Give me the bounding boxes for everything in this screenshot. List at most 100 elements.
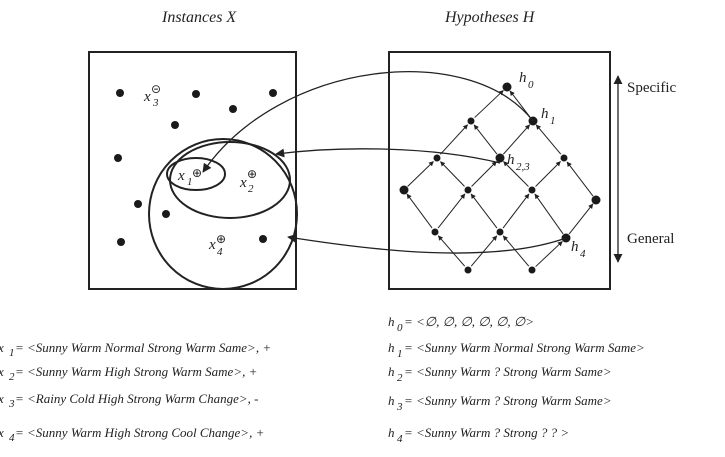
hypothesis-h1-label: h 1: [541, 106, 556, 127]
lattice-edge: [407, 161, 434, 187]
svg-text:3: 3: [396, 401, 403, 413]
instance-definitions: x 1 = <Sunny Warm Normal Strong Warm Sam…: [0, 340, 271, 444]
svg-text:h: h: [541, 106, 549, 122]
instance-point: [114, 154, 122, 162]
instances-title: Instances X: [161, 9, 237, 26]
svg-text:h: h: [519, 70, 527, 86]
instance-x2-label: x 2 ⊕: [239, 167, 257, 195]
svg-text:= <Sunny Warm ? Strong Warm Sa: = <Sunny Warm ? Strong Warm Same>: [404, 393, 612, 408]
specific-label: Specific: [627, 80, 676, 96]
svg-text:3: 3: [8, 398, 15, 410]
svg-text:x: x: [0, 425, 4, 440]
hypothesis-node: [433, 154, 441, 162]
positive-sign-icon: ⊕: [192, 166, 202, 180]
lattice-edge: [440, 161, 465, 187]
svg-text:2,3: 2,3: [516, 161, 530, 173]
hypothesis-definition-h1: h 1 = <Sunny Warm Normal Strong Warm Sam…: [388, 340, 645, 360]
svg-text:= <Sunny Warm ? Strong ? ?: = <Sunny Warm ? Strong ? ? >: [404, 425, 569, 440]
svg-text:x: x: [177, 168, 185, 184]
lattice-edge: [568, 203, 594, 235]
svg-text:h: h: [388, 364, 395, 379]
svg-text:h: h: [388, 393, 395, 408]
svg-text:= <Sunny Warm Normal Strong Wa: = <Sunny Warm Normal Strong Warm Same>, …: [15, 340, 271, 355]
svg-text:0: 0: [397, 322, 403, 334]
instance-points: [114, 89, 277, 246]
svg-text:1: 1: [550, 115, 556, 127]
svg-text:4: 4: [9, 432, 15, 444]
lattice-edge: [470, 193, 498, 229]
svg-text:= <Sunny Warm High Strong Cool: = <Sunny Warm High Strong Cool Change>, …: [15, 425, 264, 440]
hypothesis-node: [467, 117, 475, 125]
svg-text:h: h: [571, 239, 579, 255]
lattice-edge: [502, 193, 530, 229]
positive-sign-icon: ⊕: [216, 232, 226, 246]
svg-text:= <∅, ∅, ∅, ∅, ∅, ∅>: = <∅, ∅, ∅, ∅, ∅, ∅>: [404, 314, 534, 329]
svg-text:1: 1: [9, 347, 15, 359]
lattice-edge: [535, 161, 561, 187]
svg-text:= <Sunny Warm High Strong War: = <Sunny Warm High Strong Warm Same>, +: [15, 364, 257, 379]
svg-text:3: 3: [152, 97, 159, 109]
hypothesis-definition-h4: h 4 = <Sunny Warm ? Strong ? ? >: [388, 425, 569, 445]
lattice-edge: [440, 124, 468, 155]
lattice-edges: [406, 90, 594, 267]
svg-text:= <Sunny Warm ? Strong Warm: = <Sunny Warm ? Strong Warm Same>: [404, 364, 612, 379]
instance-space-box: [88, 51, 297, 290]
svg-text:= <Rainy Cold High Strong Warm: = <Rainy Cold High Strong Warm Change>, …: [15, 391, 258, 406]
instance-point: [269, 89, 277, 97]
hypothesis-h0-label: h 0: [519, 70, 534, 91]
instance-definition-x1: x 1 = <Sunny Warm Normal Strong Warm Sam…: [0, 340, 271, 359]
hypothesis-node: [431, 228, 439, 236]
hypothesis-node: [560, 154, 568, 162]
svg-text:h: h: [388, 340, 395, 355]
lattice-edge: [470, 235, 498, 267]
hypothesis-node: [464, 186, 472, 194]
lattice-edge: [406, 193, 433, 229]
svg-text:4: 4: [397, 433, 403, 445]
hypothesis-node: [496, 228, 504, 236]
svg-text:h: h: [388, 314, 395, 329]
svg-text:h: h: [507, 152, 515, 168]
instance-definition-x3: x 3 = <Rainy Cold High Strong Warm Chang…: [0, 391, 258, 410]
instance-point: [171, 121, 179, 129]
h4-to-x4-arrow: [287, 233, 567, 254]
instance-point: [162, 210, 170, 218]
h1-to-x1-arrow: [202, 71, 534, 173]
svg-text:x: x: [0, 391, 4, 406]
hypothesis-node: [528, 186, 536, 194]
svg-text:x: x: [143, 89, 151, 105]
svg-text:x: x: [0, 340, 4, 355]
h1-extension-ellipse: [166, 157, 226, 191]
instance-definition-x2: x 2 = <Sunny Warm High Strong Warm Same>…: [0, 364, 257, 383]
hypothesis-definition-h2: h 2 = <Sunny Warm ? Strong Warm Same>: [388, 364, 612, 384]
svg-text:x: x: [0, 364, 4, 379]
svg-text:2: 2: [248, 183, 254, 195]
svg-text:4: 4: [217, 246, 223, 258]
hypothesis-definition-h3: h 3 = <Sunny Warm ? Strong Warm Same>: [388, 393, 612, 413]
h2-to-x2-arrow: [275, 148, 501, 164]
svg-text:h: h: [388, 425, 395, 440]
lattice-nodes: [399, 82, 601, 274]
positive-sign-icon: ⊕: [247, 167, 257, 181]
svg-text:0: 0: [528, 79, 534, 91]
svg-text:2: 2: [9, 371, 15, 383]
lattice-edge: [474, 90, 504, 118]
lattice-edge: [534, 193, 564, 235]
hypotheses-title: Hypotheses H: [444, 9, 536, 26]
instance-point: [259, 235, 267, 243]
instance-definition-x4: x 4 = <Sunny Warm High Strong Cool Chang…: [0, 425, 264, 444]
svg-text:= <Sunny Warm Normal Strong Wa: = <Sunny Warm Normal Strong Warm Same>: [404, 340, 645, 355]
lattice-edge: [437, 235, 466, 267]
hypothesis-node: [591, 195, 601, 205]
instance-x3-label: x 3 ⊝: [143, 82, 161, 109]
hypothesis-node: [528, 266, 536, 274]
svg-text:1: 1: [397, 348, 403, 360]
svg-text:2: 2: [397, 372, 403, 384]
lattice-edge: [502, 235, 530, 267]
hypothesis-node: [495, 153, 505, 163]
hypothesis-node: [399, 185, 409, 195]
lattice-edge: [503, 161, 529, 187]
lattice-edge: [471, 161, 497, 187]
instance-point: [192, 90, 200, 98]
h4-extension-ellipse: [148, 138, 298, 290]
